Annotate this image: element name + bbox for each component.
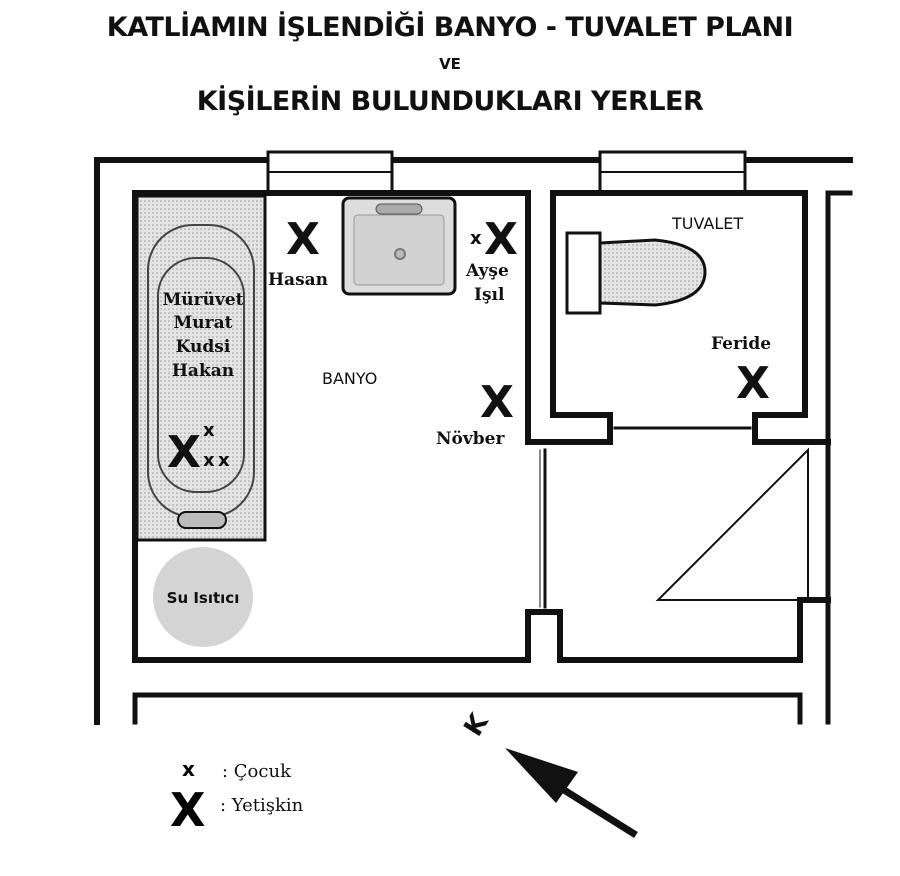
child-mark-isil: x [470, 228, 482, 249]
name-feride: Feride [711, 334, 771, 354]
legend: x : Çocuk X : Yetişkin [170, 757, 304, 837]
walls [94, 150, 853, 725]
adult-mark-ayse: X [484, 214, 518, 265]
title-line-3: KİŞİLERİN BULUNDUKLARI YERLER [196, 86, 704, 117]
legend-child-label: : Çocuk [222, 761, 292, 782]
legend-adult-label: : Yetişkin [220, 795, 304, 816]
north-arrow-icon: K [458, 708, 638, 838]
title-line-2: VE [439, 55, 461, 73]
room-label-toilet: TUVALET [671, 214, 743, 233]
title-line-1: KATLİAMIN İŞLENDİĞİ BANYO - TUVALET PLAN… [106, 12, 794, 43]
child-mark-tub-2: x [203, 450, 215, 471]
north-arrow-label: K [458, 708, 495, 742]
name-kudsi: Kudsi [176, 337, 231, 357]
adult-mark-feride: X [736, 358, 770, 409]
name-murat: Murat [173, 313, 232, 333]
name-isil: Işıl [474, 285, 505, 305]
name-ayse: Ayşe [465, 261, 509, 281]
toilet [565, 231, 707, 315]
adult-mark-tub: X [167, 427, 201, 478]
water-heater-label: Su Isıtıcı [167, 589, 240, 607]
name-hasan: Hasan [268, 270, 328, 290]
child-mark-tub-3: x [218, 450, 230, 471]
water-heater: Su Isıtıcı [153, 547, 253, 647]
child-mark-tub-1: x [203, 420, 215, 441]
legend-child-symbol: x [182, 757, 195, 781]
adult-mark-hasan: X [286, 214, 320, 265]
bathtub [135, 194, 267, 542]
legend-adult-symbol: X [170, 783, 205, 837]
name-hakan: Hakan [172, 361, 234, 381]
room-label-bathroom: BANYO [322, 369, 377, 388]
name-muruvet: Mürüvet [162, 290, 243, 310]
adult-mark-novber: X [480, 377, 514, 428]
name-novber: Növber [436, 429, 505, 449]
sink [341, 196, 457, 296]
